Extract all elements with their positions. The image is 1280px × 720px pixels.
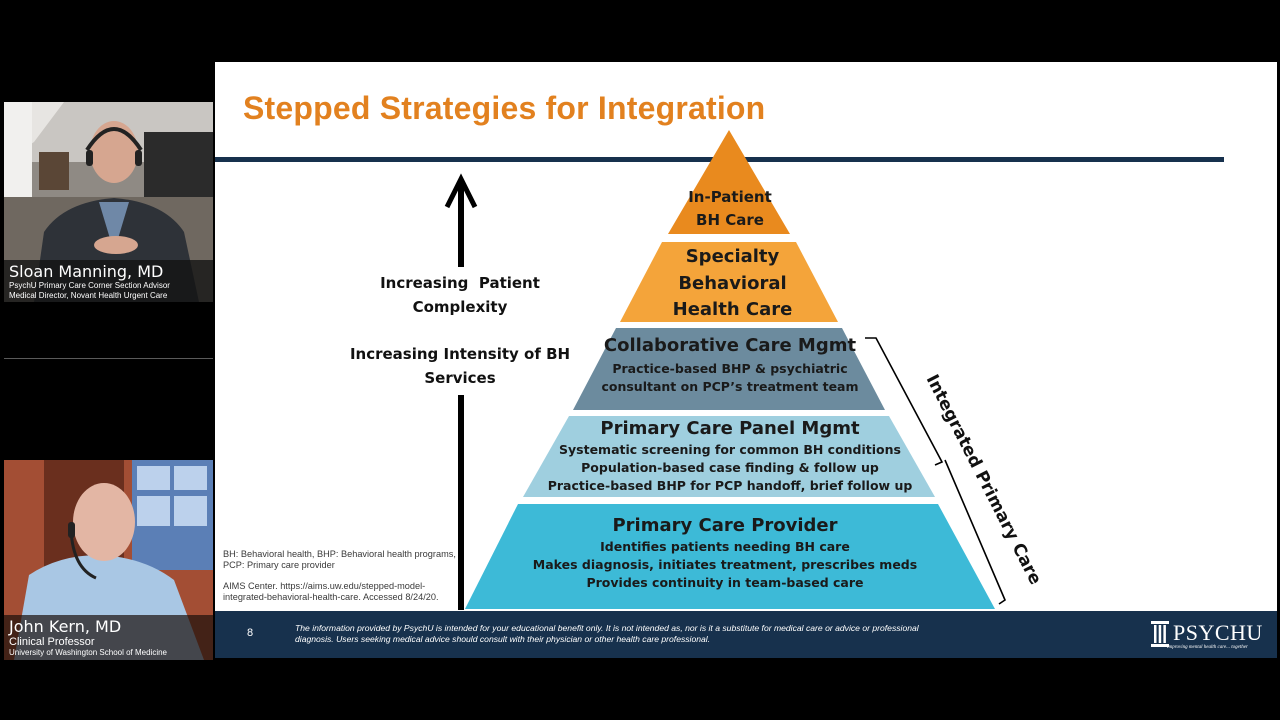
- tier-provider-line-3: Provides continuity in team-based care: [586, 575, 864, 590]
- tile-separator: [4, 358, 213, 359]
- tier-provider-text: Primary Care Provider Identifies patient…: [495, 513, 955, 592]
- tier-inpatient-shape: [668, 130, 790, 234]
- tier-specialty-title-2: Behavioral: [678, 272, 787, 294]
- participant-name-2: John Kern, MD: [9, 617, 122, 636]
- tier-specialty-title-3: Health Care: [672, 299, 793, 320]
- logo-pillar-icon: [1151, 621, 1169, 647]
- tier-panel-line-2: Population-based case finding & follow u…: [581, 460, 879, 475]
- tier-provider-title: Primary Care Provider: [612, 515, 838, 536]
- pyramid-graphic: Integrated Primary Care: [444, 130, 1045, 610]
- tier-provider-line-2: Makes diagnosis, initiates treatment, pr…: [532, 557, 918, 572]
- intensity-line-1: Increasing Intensity of BH: [349, 345, 571, 363]
- tier-panel-title: Primary Care Panel Mgmt: [600, 418, 860, 439]
- participant-affiliation-2: University of Washington School of Medic…: [9, 648, 167, 657]
- tier-collaborative-line-1: Practice-based BHP & psychiatric: [612, 361, 848, 376]
- tier-specialty-text: Specialty Behavioral Health Care: [625, 244, 840, 324]
- shared-slide: Stepped Strategies for Integration Integ…: [215, 62, 1277, 658]
- participant-role-2: Clinical Professor: [9, 636, 95, 648]
- participant-caption-2: John Kern, MD Clinical Professor Univers…: [4, 615, 213, 660]
- intensity-label: Increasing Intensity of BH Services: [340, 342, 580, 390]
- tier-collaborative-title: Collaborative Care Mgmt: [603, 335, 857, 356]
- tier-panel-shape: [523, 416, 935, 497]
- participant-role-1: PsychU Primary Care Corner Section Advis…: [9, 281, 170, 290]
- tier-provider-line-1: Identifies patients needing BH care: [600, 539, 850, 554]
- slide-footer: 8 The information provided by PsychU is …: [215, 611, 1277, 658]
- tier-inpatient-title-1: In-Patient: [688, 188, 772, 206]
- logo-tagline: Improving mental health care... together: [1167, 645, 1248, 650]
- patient-complexity-label: Increasing Patient Complexity: [365, 271, 555, 319]
- tier-specialty-shape: [620, 242, 838, 322]
- intensity-line-2: Services: [424, 369, 496, 387]
- source-citation: AIMS Center. https://aims.uw.edu/stepped…: [223, 581, 439, 602]
- tier-inpatient-text: In-Patient BH Care: [655, 186, 805, 232]
- participant-name-1: Sloan Manning, MD: [9, 262, 164, 281]
- patient-complexity-line-1: Increasing Patient: [380, 274, 540, 292]
- tier-panel-line-1: Systematic screening for common BH condi…: [559, 442, 901, 457]
- tier-inpatient-title-2: BH Care: [696, 211, 764, 229]
- complexity-arrow-head: [444, 173, 478, 209]
- complexity-arrow-shaft: [458, 182, 464, 267]
- participant-video-1: [4, 102, 213, 302]
- tier-collaborative-shape: [573, 328, 885, 410]
- participant-affiliation-1: Medical Director, Novant Health Urgent C…: [9, 291, 168, 300]
- tier-collaborative-text: Collaborative Care Mgmt Practice-based B…: [580, 333, 880, 396]
- bracket-lower: [944, 459, 1006, 605]
- slide-references: BH: Behavioral health, BHP: Behavioral h…: [223, 549, 458, 613]
- tier-panel-line-3: Practice-based BHP for PCP handoff, brie…: [547, 478, 913, 493]
- tier-collaborative-line-2: consultant on PCP’s treatment team: [601, 379, 859, 394]
- abbreviations-note: BH: Behavioral health, BHP: Behavioral h…: [223, 549, 456, 570]
- participant-tile-1[interactable]: Sloan Manning, MD PsychU Primary Care Co…: [4, 102, 213, 302]
- logo-wordmark: PSYCHU: [1173, 620, 1263, 645]
- slide-title: Stepped Strategies for Integration: [243, 90, 766, 126]
- participant-caption-1: Sloan Manning, MD PsychU Primary Care Co…: [4, 260, 213, 302]
- tier-provider-shape: [465, 504, 995, 609]
- bracket-upper: [865, 337, 944, 466]
- patient-complexity-line-2: Complexity: [412, 298, 508, 316]
- psychu-logo: PSYCHU Improving mental health care... t…: [1151, 618, 1263, 654]
- disclaimer-text: The information provided by PsychU is in…: [295, 623, 919, 644]
- participant-tile-2[interactable]: John Kern, MD Clinical Professor Univers…: [4, 460, 213, 660]
- intensity-line: [458, 395, 464, 610]
- tier-panel-text: Primary Care Panel Mgmt Systematic scree…: [530, 416, 930, 495]
- page-number: 8: [247, 627, 254, 639]
- tier-specialty-title-1: Specialty: [685, 246, 780, 267]
